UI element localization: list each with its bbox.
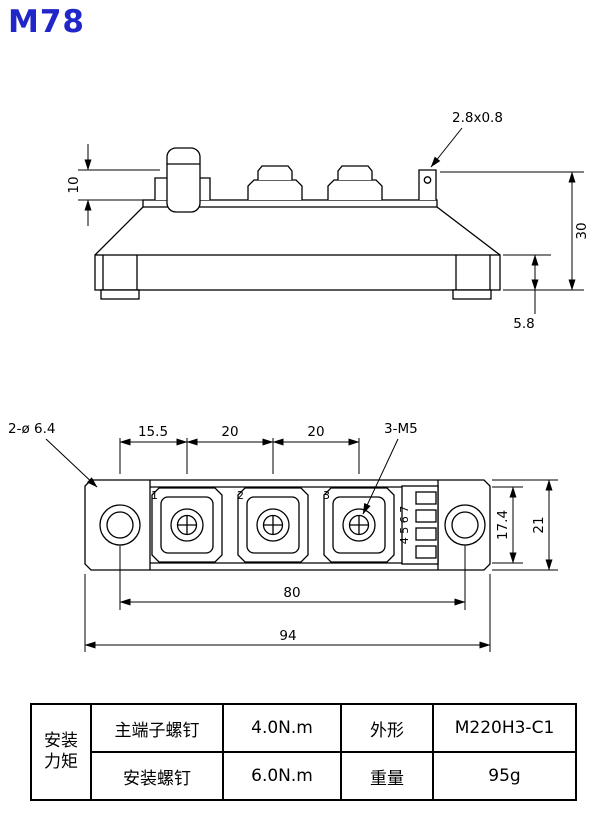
dim-total-height-label: 30	[574, 222, 590, 239]
spec-table: 安装 力矩 主端子螺钉 4.0N.m 外形 M220H3-C1 安装螺钉 6.0…	[30, 703, 577, 801]
cell-mounting-screw: 安装螺钉	[90, 751, 224, 801]
module-side-outline	[94, 147, 501, 300]
dim-hole-spacing-label: 80	[283, 585, 300, 601]
callout-tab-label: 2.8x0.8	[452, 110, 503, 126]
dim-terminal-pitch-2-label: 20	[307, 424, 324, 440]
dim-terminal-pitch-1-label: 20	[221, 424, 238, 440]
cell-main-terminal-screw: 主端子螺钉	[90, 703, 224, 753]
cell-outline-value: M220H3-C1	[432, 703, 577, 753]
terminal-bump-3	[327, 179, 383, 200]
faston-tab	[418, 169, 437, 200]
cell-outline-label: 外形	[340, 703, 434, 753]
terminal-1-label: 1	[151, 489, 158, 502]
dim-bump-height-label: 10	[66, 176, 82, 193]
cell-weight-value: 95g	[432, 751, 577, 801]
mounting-hole-right	[444, 504, 486, 546]
pin-numbers-label: 4 5 6 7	[398, 506, 411, 544]
module-top-outline: 1 2 3 4 5 6 7	[84, 479, 491, 571]
terminal-bump-2	[247, 179, 303, 200]
page-title: M78	[8, 4, 85, 40]
terminal-block-1	[151, 487, 223, 563]
dim-body-width-label: 17.4	[495, 510, 511, 540]
cell-mounting-torque: 6.0N.m	[222, 751, 342, 801]
cell-weight-label: 重量	[340, 751, 434, 801]
dim-base-thickness-label: 5.8	[513, 316, 534, 332]
callout-mounting-holes-label: 2-ø 6.4	[8, 421, 55, 437]
terminal-block-3	[323, 487, 395, 563]
row-header-line2: 力矩	[44, 752, 78, 772]
cell-main-terminal-torque: 4.0N.m	[222, 703, 342, 753]
control-pin-connector: 4 5 6 7	[398, 485, 439, 565]
terminal-2-label: 2	[237, 489, 244, 502]
base-plate	[94, 254, 501, 291]
row-header-mounting-torque: 安装 力矩	[30, 703, 92, 801]
dim-hole-to-terminal-label: 15.5	[138, 424, 168, 440]
table-row: 安装螺钉 6.0N.m 重量 95g	[31, 751, 577, 801]
dim-overall-width-label: 21	[531, 516, 547, 533]
callout-terminal-thread-label: 3-M5	[384, 421, 418, 437]
terminal-block-2	[237, 487, 309, 563]
table-row: 安装 力矩 主端子螺钉 4.0N.m 外形 M220H3-C1	[30, 703, 577, 801]
terminal-cap	[166, 147, 201, 213]
terminal-3-label: 3	[323, 489, 330, 502]
row-header-line1: 安装	[44, 730, 78, 751]
top-view-drawing: 1 2 3 4 5 6 7 15.5 20 20	[8, 421, 558, 652]
side-view-dimensions: 10 30 5.8 2.8x0.8	[66, 110, 590, 332]
mounting-hole-left	[99, 504, 141, 546]
top-view-dimensions: 15.5 20 20 2-ø 6.4 3-M5 17.4 21 80	[8, 421, 558, 652]
side-view-drawing: 10 30 5.8 2.8x0.8	[66, 110, 590, 332]
dim-overall-length-label: 94	[279, 628, 296, 644]
